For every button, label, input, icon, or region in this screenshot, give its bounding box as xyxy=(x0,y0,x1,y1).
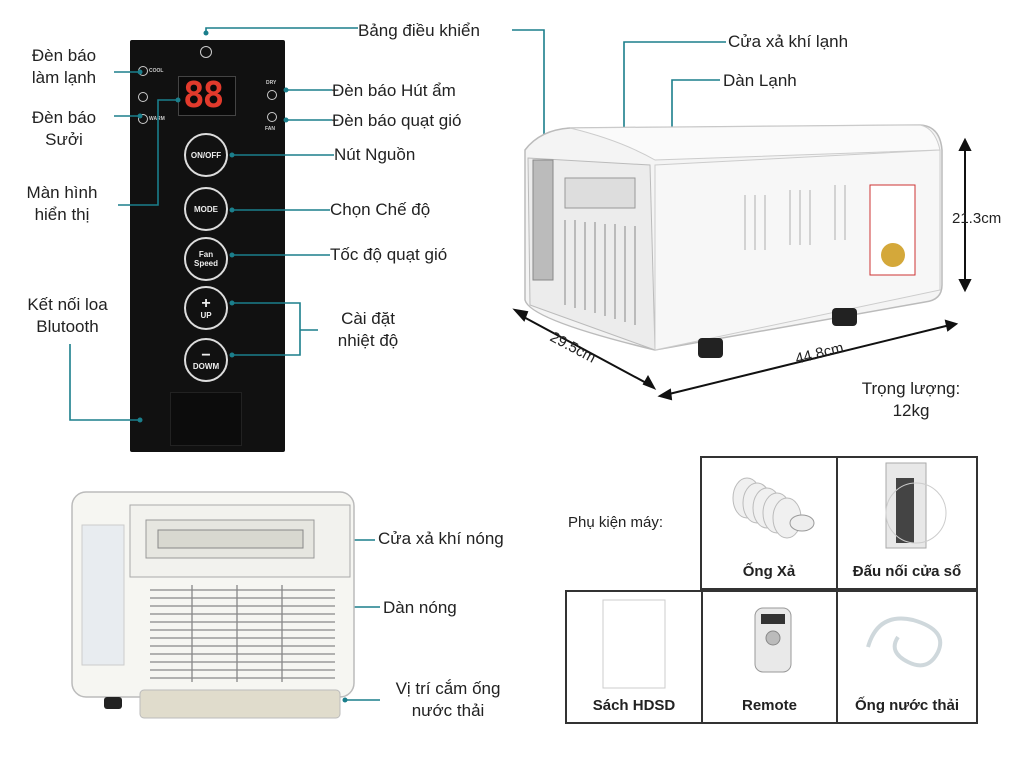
manual-icon xyxy=(602,599,666,689)
warm-text: WARM xyxy=(149,116,165,122)
cool-indicator-icon xyxy=(138,66,148,76)
down-label: DOWM xyxy=(192,361,220,371)
label-nut-nguon: Nút Nguồn xyxy=(334,145,416,164)
mode-button[interactable]: MODE xyxy=(184,187,228,231)
label-cua-xa-khi-lanh: Cửa xả khí lạnh xyxy=(728,32,849,51)
accessory-label: Ống Xả xyxy=(742,563,796,580)
power-button[interactable]: ON/OFF xyxy=(184,133,228,177)
label-den-bao-hut-am: Đèn báo Hút ẩm xyxy=(332,81,456,100)
label-man-hinh: Màn hình hiển thị xyxy=(26,183,98,224)
label-vi-tri-cam-ong: Vị trí cắm ống nước thải xyxy=(395,679,501,720)
window-connector-icon xyxy=(885,462,947,549)
label-height: 21.3cm xyxy=(952,210,1002,227)
control-panel: COOL WARM DRY FAN 88 ON/OFF MODE Fan Spe… xyxy=(130,40,285,452)
accessory-label: Remote xyxy=(741,697,797,714)
label-depth: 29.5cm xyxy=(547,328,599,367)
warm-indicator-icon xyxy=(138,114,148,124)
indicator-icon xyxy=(138,92,148,102)
fan-text: FAN xyxy=(265,126,275,132)
top-sensor-icon xyxy=(200,46,212,58)
cool-text: COOL xyxy=(149,68,164,74)
label-den-bao-lam-lanh: Đèn báo làm lạnh xyxy=(31,46,97,87)
accessory-label: Sách HDSD xyxy=(592,697,676,714)
accessory-ong-nuoc-thai: Ống nước thải xyxy=(836,590,978,724)
down-button[interactable]: − DOWM xyxy=(184,338,228,382)
label-cai-dat-nhiet-do: Cài đặt nhiệt độ xyxy=(337,309,399,350)
remote-icon xyxy=(754,607,792,673)
minus-icon: − xyxy=(201,346,211,364)
accessory-label: Đấu nối cửa sổ xyxy=(852,563,962,580)
label-chon-che-do: Chọn Chế độ xyxy=(330,200,431,219)
label-ket-noi-loa: Kết nối loa Blutooth xyxy=(27,295,108,336)
up-label: UP xyxy=(200,310,212,320)
label-width: 44.8cm xyxy=(793,339,846,368)
label-bang-dieu-khien: Bảng điều khiển xyxy=(358,21,480,40)
accessory-dau-noi: Đấu nối cửa sổ xyxy=(836,456,978,590)
fan-indicator-icon xyxy=(267,112,277,122)
label-dan-nong: Dàn nóng xyxy=(383,598,457,617)
accessory-ong-xa: Ống Xả xyxy=(700,456,838,590)
display-digits: 88 xyxy=(183,75,224,116)
label-den-bao-quat-gio: Đèn báo quạt gió xyxy=(332,111,462,130)
dry-text: DRY xyxy=(266,80,277,86)
speaker-grille xyxy=(170,392,242,446)
up-button[interactable]: + UP xyxy=(184,286,228,330)
drain-tube-icon xyxy=(866,616,943,668)
dry-indicator-icon xyxy=(267,90,277,100)
label-weight: Trọng lượng: 12kg xyxy=(861,379,961,420)
label-cua-xa-khi-nong: Cửa xả khí nóng xyxy=(378,529,504,548)
accessory-remote: Remote xyxy=(701,590,838,724)
plus-icon: + xyxy=(201,294,211,312)
label-dan-lanh: Dàn Lạnh xyxy=(723,71,797,90)
accessories-title: Phụ kiện máy: xyxy=(568,514,664,531)
accessory-label: Ống nước thải xyxy=(854,697,960,714)
display-screen: 88 xyxy=(178,75,236,116)
hose-icon xyxy=(732,477,815,539)
fan-speed-button[interactable]: Fan Speed xyxy=(184,237,228,281)
label-den-bao-suoi: Đèn báo Sưởi xyxy=(31,108,97,149)
accessory-sach-hdsd: Sách HDSD xyxy=(565,590,703,724)
label-toc-do-quat: Tốc độ quạt gió xyxy=(330,245,448,264)
